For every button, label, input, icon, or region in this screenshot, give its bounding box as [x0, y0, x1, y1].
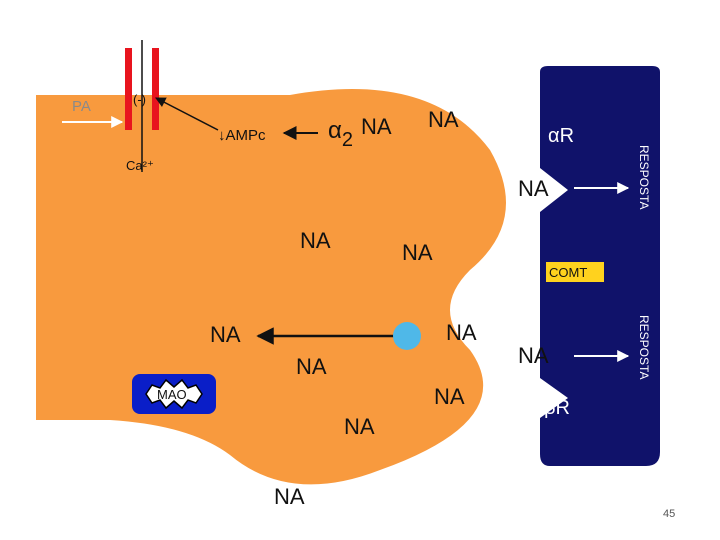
- resposta-bottom: RESPOSTA: [637, 315, 651, 379]
- presynaptic-terminal: [36, 89, 506, 485]
- inhibit-label: (-): [133, 92, 146, 107]
- na-cleft-bottom: NA: [434, 384, 465, 409]
- alpha2-receptor-label: α2: [328, 117, 353, 151]
- na-at-alpha2: NA: [361, 114, 392, 139]
- comt-box: [546, 262, 604, 282]
- mao-label: MAO: [157, 387, 187, 402]
- na-vesicle-left: NA: [300, 228, 331, 253]
- comt-label: COMT: [549, 265, 587, 280]
- mao-starburst: [145, 378, 203, 410]
- camp-to-channel-arrow: [155, 97, 219, 131]
- na-bottom: NA: [274, 484, 305, 509]
- calcium-label: Ca²⁺: [126, 158, 154, 173]
- calcium-channel-left-bar: [125, 48, 132, 130]
- alpha-receptor-label: αR: [548, 125, 574, 147]
- na-middle: NA: [296, 354, 327, 379]
- na-at-beta-receptor: NA: [518, 343, 549, 368]
- na-cytoplasm: NA: [210, 322, 241, 347]
- na-at-alpha-receptor: NA: [518, 176, 549, 201]
- na-lower: NA: [344, 414, 375, 439]
- reuptake-transporter: [393, 322, 421, 350]
- beta-receptor-label: βR: [544, 397, 570, 419]
- na-vesicle-right: NA: [402, 240, 433, 265]
- page-number: 45: [663, 508, 675, 520]
- camp-label: ↓AMPc: [218, 127, 266, 144]
- na-at-transporter: NA: [446, 320, 477, 345]
- resposta-top: RESPOSTA: [637, 145, 651, 209]
- calcium-channel-right-bar: [152, 48, 159, 130]
- pa-label: PA: [72, 98, 91, 115]
- na-cleft-top: NA: [428, 107, 459, 132]
